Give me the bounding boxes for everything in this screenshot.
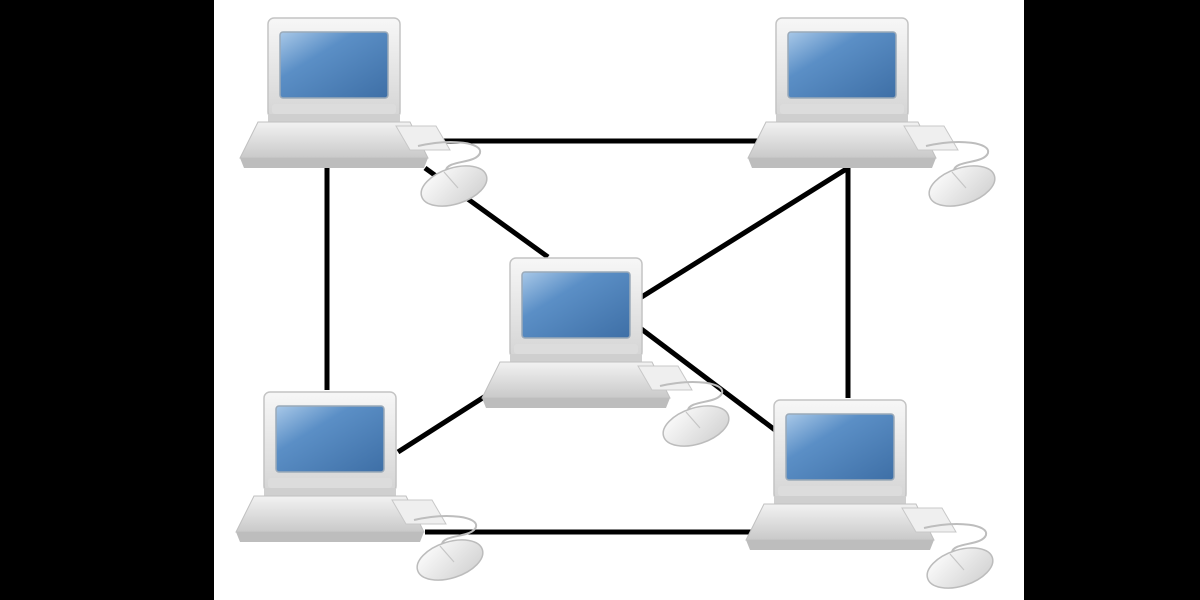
link-center-to-bottom-left [396, 387, 497, 455]
computer-top-right [747, 17, 996, 207]
link-top-right-to-center [638, 165, 850, 301]
computer-bottom-right [745, 399, 994, 589]
link-center-to-bottom-right [638, 326, 777, 432]
desktop-computer-icon [235, 391, 484, 581]
desktop-computer-icon [745, 399, 994, 589]
desktop-computer-icon [747, 17, 996, 207]
computer-bottom-left [235, 391, 484, 581]
desktop-computer-icon [481, 257, 730, 447]
computer-center [481, 257, 730, 447]
nodes-layer [235, 17, 996, 589]
computer-top-left [239, 17, 488, 207]
desktop-computer-icon [239, 17, 488, 207]
